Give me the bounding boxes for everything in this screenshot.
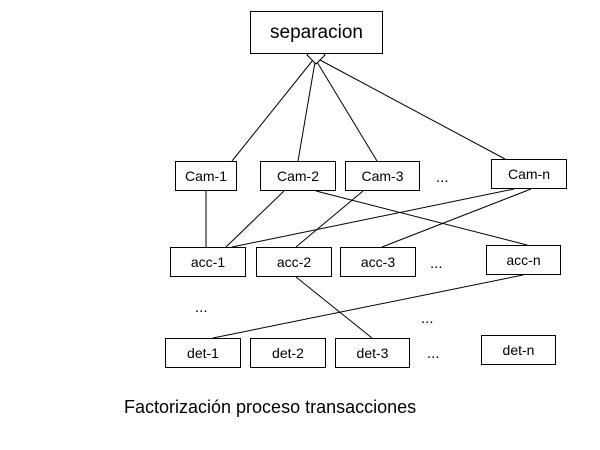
node-cam-3: Cam-3	[345, 161, 420, 191]
node-det-2: det-2	[250, 338, 326, 368]
node-acc-2: acc-2	[256, 247, 332, 277]
edge-root-cam2	[297, 61, 316, 162]
edge-cam2-accn	[315, 190, 528, 246]
ellipsis-right-gap: ...	[421, 310, 434, 327]
node-cam-n: Cam-n	[491, 159, 567, 189]
edge-camn-acc1	[231, 188, 515, 248]
edge-root-cam1	[231, 59, 314, 162]
node-acc-n: acc-n	[486, 245, 561, 275]
edge-cam3-acc2	[295, 190, 364, 248]
ellipsis-left-gap: ...	[195, 299, 208, 316]
edge-cam2-acc1	[225, 190, 285, 248]
edge-root-camn	[319, 59, 506, 160]
ellipsis-cam-level: ...	[436, 169, 449, 186]
node-det-1: det-1	[165, 338, 241, 368]
node-cam-2: Cam-2	[260, 161, 336, 191]
node-det-n: det-n	[481, 335, 556, 365]
node-acc-1: acc-1	[170, 247, 246, 277]
edge-acc2-det3	[295, 276, 373, 339]
node-separacion: separacion	[250, 11, 383, 54]
node-det-3: det-3	[335, 338, 410, 368]
diagram-caption: Factorización proceso transacciones	[124, 397, 417, 417]
ellipsis-acc-level: ...	[430, 255, 443, 272]
ellipsis-det-level: ...	[427, 345, 440, 362]
node-acc-3: acc-3	[340, 247, 416, 277]
node-cam-1: Cam-1	[175, 161, 237, 191]
edge-accn-det1	[212, 274, 524, 339]
edge-root-cam3	[316, 61, 378, 162]
edge-camn-acc3	[381, 188, 532, 248]
